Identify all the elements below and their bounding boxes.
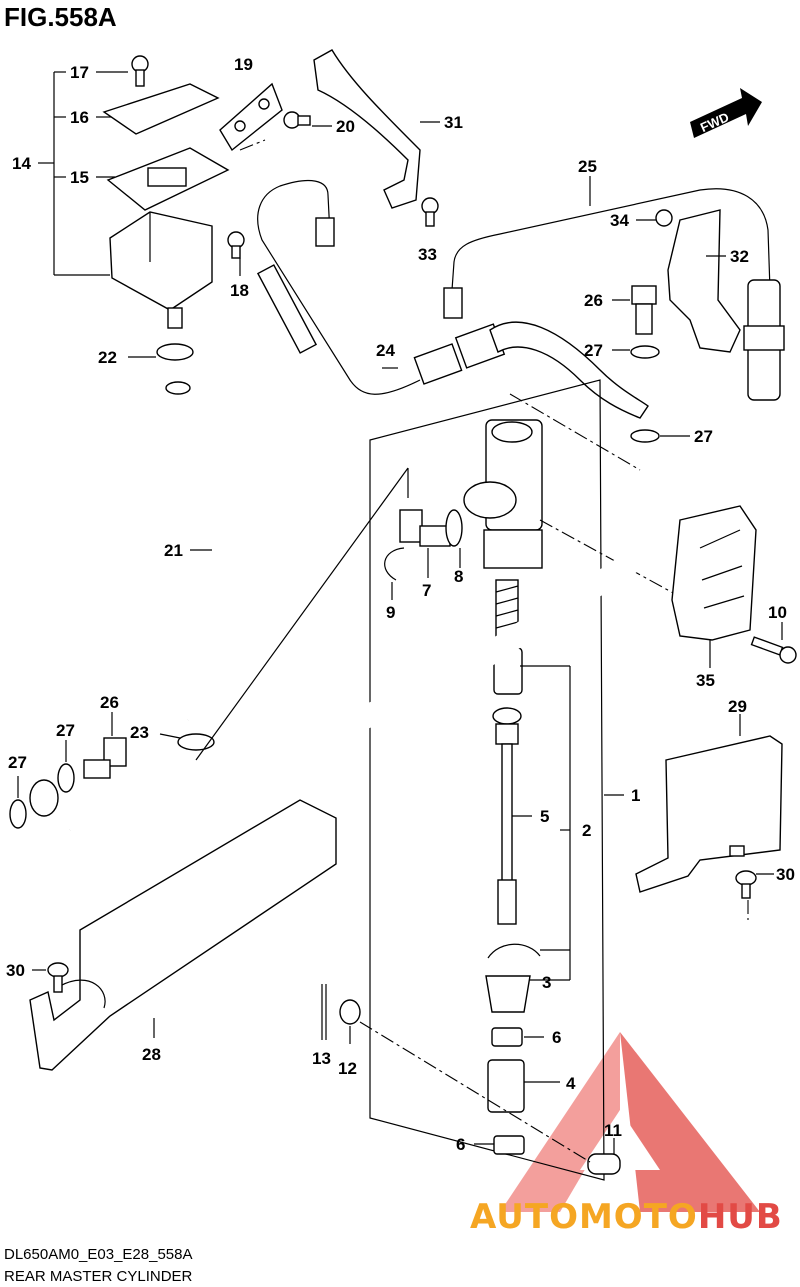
cover-29 xyxy=(635,714,783,893)
callout-27-lower-a: 27 xyxy=(56,721,75,740)
callout-12: 12 xyxy=(338,1059,357,1078)
assembly-boundary xyxy=(369,379,624,1181)
bracket-32 xyxy=(636,209,741,353)
callout-25: 25 xyxy=(578,157,597,176)
callout-1: 1 xyxy=(631,786,640,805)
bolt-10 xyxy=(750,622,797,664)
hose-21 xyxy=(158,381,245,723)
union-bolt-26-lower xyxy=(9,712,127,829)
bolt-33 xyxy=(421,197,439,227)
guard-35 xyxy=(671,505,757,668)
callout-24: 24 xyxy=(376,341,395,360)
callout-29: 29 xyxy=(728,697,747,716)
callout-8: 8 xyxy=(454,567,463,586)
callout-11: 11 xyxy=(604,1121,622,1140)
callout-labels: 1 2 3 4 5 6 6 7 8 9 10 11 12 13 14 15 16… xyxy=(6,55,795,1154)
master-cylinder-body xyxy=(463,419,543,569)
fwd-label: FWD xyxy=(698,109,731,135)
callout-23: 23 xyxy=(130,723,149,742)
clip-9 xyxy=(384,547,405,600)
rear-hose xyxy=(66,279,785,842)
callout-6-lower: 6 xyxy=(456,1135,465,1154)
callout-32: 32 xyxy=(730,247,749,266)
callout-16: 16 xyxy=(70,108,89,127)
callout-10: 10 xyxy=(768,603,787,622)
clamp-22 xyxy=(128,343,194,361)
screw-30-left xyxy=(32,962,69,993)
callout-15: 15 xyxy=(70,168,89,187)
callout-13: 13 xyxy=(312,1049,331,1068)
pin-11 xyxy=(587,1138,621,1175)
nut-6-lower xyxy=(474,1135,525,1155)
watermark-text: AUTOMOTOHUB xyxy=(470,1197,783,1237)
plate-19 xyxy=(219,82,332,152)
callout-35: 35 xyxy=(696,671,715,690)
callout-33: 33 xyxy=(418,245,437,264)
callout-20: 20 xyxy=(336,117,355,136)
boot-3 xyxy=(485,975,531,1013)
callout-4: 4 xyxy=(566,1074,576,1093)
brake-pipe-25 xyxy=(443,176,771,319)
callout-26-lower: 26 xyxy=(100,693,119,712)
callout-9: 9 xyxy=(386,603,395,622)
callout-2: 2 xyxy=(582,821,591,840)
watermark-logo xyxy=(500,1032,760,1212)
cotter-pin-13 xyxy=(321,984,327,1040)
callout-34: 34 xyxy=(610,211,629,230)
callout-27-mid: 27 xyxy=(694,427,713,446)
washer-12 xyxy=(339,999,361,1044)
callout-6-upper: 6 xyxy=(552,1028,561,1047)
bolt-18 xyxy=(227,231,245,276)
callout-28: 28 xyxy=(142,1045,161,1064)
reservoir-group xyxy=(38,55,230,329)
bracket-31 xyxy=(313,49,440,209)
figure-caption: REAR MASTER CYLINDER xyxy=(4,1268,193,1285)
callout-18: 18 xyxy=(230,281,249,300)
callout-7: 7 xyxy=(422,581,431,600)
clevis-4 xyxy=(487,1059,560,1113)
brake-hose-24 xyxy=(256,179,649,419)
o-ring-8 xyxy=(445,509,463,568)
callout-30-right: 30 xyxy=(776,865,795,884)
callout-26-upper: 26 xyxy=(584,291,603,310)
callout-30-left: 30 xyxy=(6,961,25,980)
fwd-arrow xyxy=(690,88,762,138)
callout-22: 22 xyxy=(98,348,117,367)
guard-28 xyxy=(29,799,337,1071)
callout-19: 19 xyxy=(234,55,253,74)
callout-31: 31 xyxy=(444,113,463,132)
screw-30-right xyxy=(735,870,774,920)
callout-5: 5 xyxy=(540,807,549,826)
fitting-7 xyxy=(399,509,451,578)
circlip xyxy=(487,943,541,959)
union-bolt-26-upper xyxy=(612,285,690,443)
callout-27-lower-b: 27 xyxy=(8,753,27,772)
figure-title: FIG.558A xyxy=(4,2,117,32)
watermark-text-part1: AUTOMOTO xyxy=(470,1197,698,1237)
callout-3: 3 xyxy=(542,973,551,992)
clamp-23 xyxy=(159,733,215,751)
watermark-text-part2: HUB xyxy=(697,1197,783,1237)
callout-21: 21 xyxy=(164,541,183,560)
push-rod-5 xyxy=(492,707,532,925)
callout-14: 14 xyxy=(12,154,31,173)
figure-code: DL650AM0_E03_E28_558A xyxy=(4,1246,193,1263)
callout-27-upper: 27 xyxy=(584,341,603,360)
nut-6-upper xyxy=(491,1027,544,1047)
callout-17: 17 xyxy=(70,63,89,82)
